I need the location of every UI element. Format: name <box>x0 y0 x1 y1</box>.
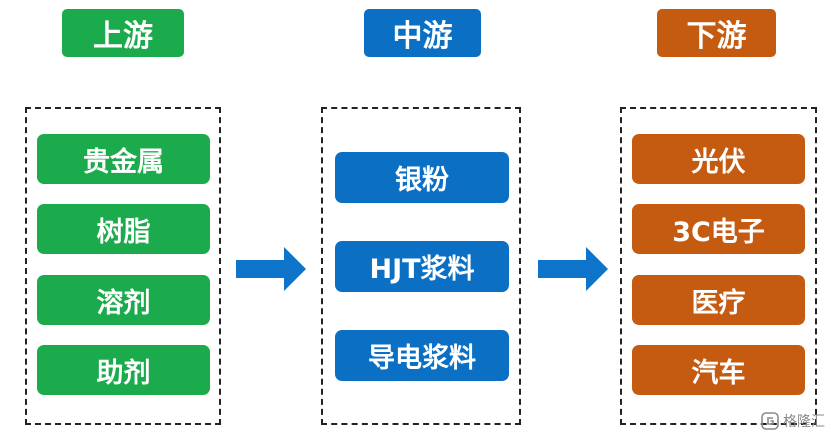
midstream-group <box>321 107 521 425</box>
midstream-header: 中游 <box>364 9 481 57</box>
upstream-group <box>25 107 221 425</box>
downstream-group <box>620 107 817 425</box>
upstream-item-resin: 树脂 <box>37 204 210 254</box>
watermark-text: 格隆汇 <box>783 414 825 430</box>
midstream-item-conductive-paste: 导电浆料 <box>335 330 509 381</box>
arrow-right-icon <box>538 247 608 291</box>
midstream-item-silver-powder: 银粉 <box>335 152 509 203</box>
upstream-header: 上游 <box>62 9 184 57</box>
gelonghui-logo-icon <box>761 412 779 430</box>
upstream-item-precious-metals: 贵金属 <box>37 134 210 184</box>
midstream-item-hjt-paste: HJT浆料 <box>335 241 509 292</box>
downstream-item-automotive: 汽车 <box>632 345 805 395</box>
downstream-item-medical: 医疗 <box>632 275 805 325</box>
downstream-item-photovoltaic: 光伏 <box>632 134 805 184</box>
watermark: 格隆汇 <box>761 411 825 431</box>
downstream-item-3c-electronics: 3C电子 <box>632 204 805 254</box>
downstream-header: 下游 <box>657 9 776 57</box>
upstream-item-solvent: 溶剂 <box>37 275 210 325</box>
arrow-right-icon <box>236 247 306 291</box>
upstream-item-additive: 助剂 <box>37 345 210 395</box>
